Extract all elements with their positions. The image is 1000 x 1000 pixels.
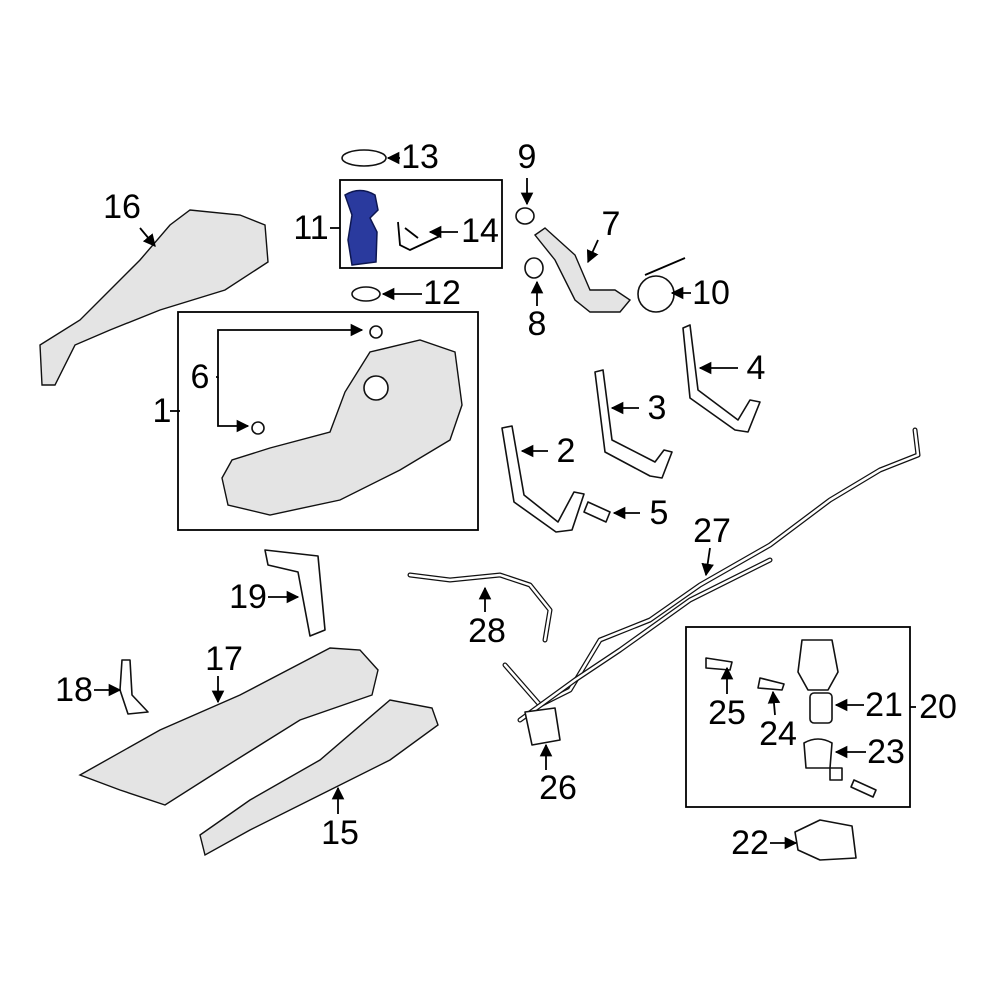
bolt-24 [757, 677, 785, 691]
filter-21 [809, 692, 833, 724]
callout-14[interactable]: 14 [461, 212, 499, 250]
sender-14 [397, 221, 441, 251]
callout-26[interactable]: 26 [539, 769, 577, 807]
callout-28[interactable]: 28 [468, 612, 506, 650]
fuel-filter-group-box [685, 626, 911, 808]
callout-21[interactable]: 21 [865, 686, 903, 724]
callout-12[interactable]: 12 [423, 274, 461, 312]
callout-18[interactable]: 18 [55, 671, 93, 709]
callout-23[interactable]: 23 [867, 733, 905, 771]
strap-3 [594, 369, 673, 479]
callout-17[interactable]: 17 [205, 640, 243, 678]
seal-12 [351, 286, 381, 302]
callout-6[interactable]: 6 [190, 358, 210, 396]
callout-22[interactable]: 22 [731, 824, 769, 862]
filler-door-10 [637, 275, 675, 313]
callout-2[interactable]: 2 [556, 432, 576, 470]
bracket-19 [264, 549, 326, 637]
bracket-22 [794, 819, 857, 861]
valve-26 [524, 707, 561, 746]
callout-15[interactable]: 15 [321, 814, 359, 852]
shield-15 [199, 699, 439, 857]
callout-7[interactable]: 7 [601, 205, 621, 243]
callout-24[interactable]: 24 [759, 715, 797, 753]
callout-13[interactable]: 13 [401, 138, 439, 176]
callout-20[interactable]: 20 [919, 688, 957, 726]
callout-11[interactable]: 11 [293, 209, 329, 247]
strap-4 [682, 324, 761, 433]
callout-5[interactable]: 5 [649, 494, 669, 532]
fuel-tank-group-box [177, 311, 479, 531]
bracket-18 [119, 659, 149, 715]
fuel-tank-1 [221, 339, 463, 516]
callout-4[interactable]: 4 [746, 349, 766, 387]
callout-27[interactable]: 27 [693, 512, 731, 550]
bolt-5 [583, 501, 611, 523]
clamp-9 [515, 207, 535, 225]
filter-housing [797, 639, 839, 691]
callout-8[interactable]: 8 [527, 305, 547, 343]
fuel-pump-group-box [339, 179, 503, 269]
shield-16 [39, 209, 269, 386]
clamp-8 [524, 257, 544, 279]
cap-23 [803, 738, 833, 769]
bolt-6 [369, 325, 383, 339]
callout-9[interactable]: 9 [517, 138, 537, 176]
bolt-25 [705, 657, 733, 671]
callout-10[interactable]: 10 [692, 274, 730, 312]
callout-25[interactable]: 25 [708, 694, 746, 732]
callout-1[interactable]: 1 [152, 392, 172, 430]
fuel-pump-11 [344, 189, 379, 266]
filler-pipe-7 [533, 227, 632, 313]
bolt-6b [251, 421, 265, 435]
lock-ring-13 [341, 149, 387, 167]
callout-3[interactable]: 3 [647, 389, 667, 427]
skid-plate-17 [78, 647, 379, 806]
callout-19[interactable]: 19 [229, 578, 267, 616]
strap-2 [501, 425, 585, 533]
leader-lines [94, 151, 916, 850]
callout-16[interactable]: 16 [103, 188, 141, 226]
